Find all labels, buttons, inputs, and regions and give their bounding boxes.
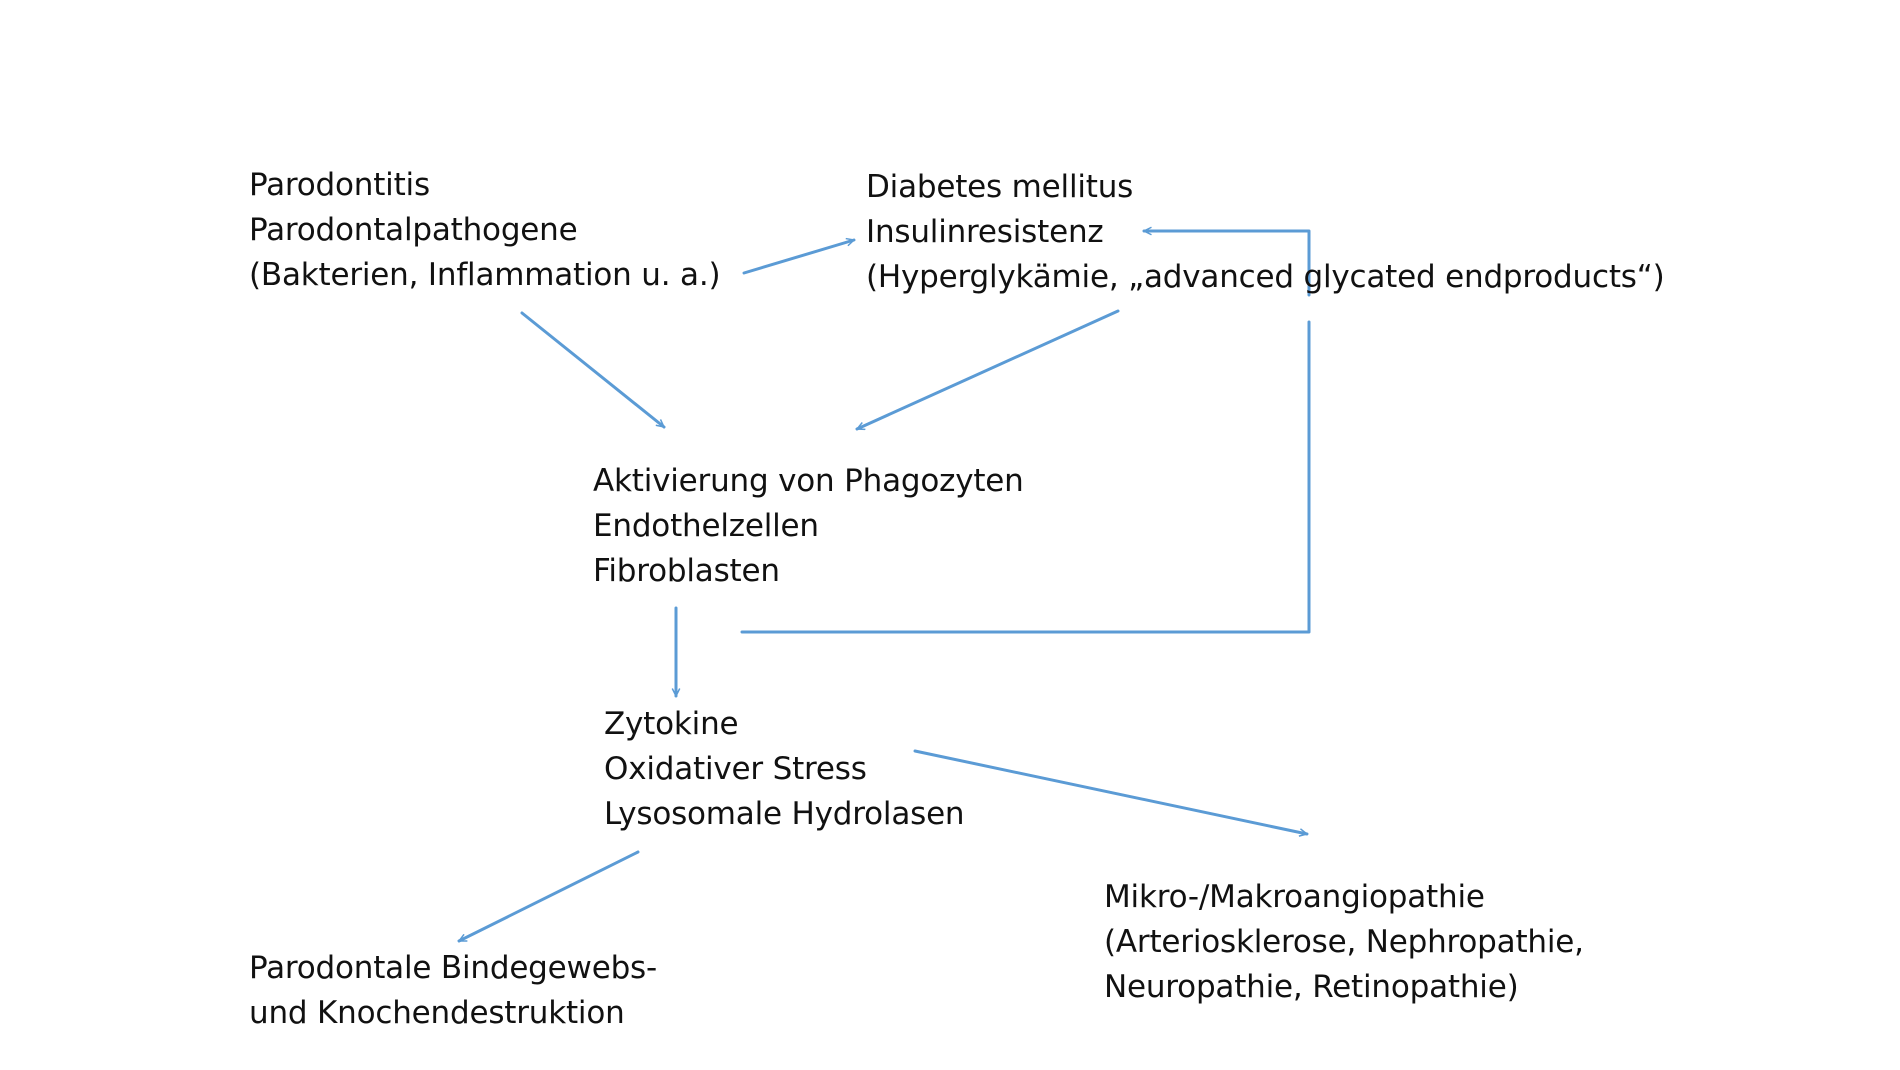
diabetes-line-2: Insulinresistenz [866,214,1104,250]
node-diabetes: Diabetes mellitus Insulinresistenz (Hype… [866,165,1665,300]
zytokine-line-1: Zytokine [604,706,739,742]
parodontitis-line-1: Parodontitis [249,167,430,203]
aktivierung-line-2: Endothelzellen [593,508,819,544]
angiopathie-line-2: (Arteriosklerose, Nephropathie, [1104,924,1584,960]
zytokine-line-3: Lysosomale Hydrolasen [604,796,965,832]
arrow-parodontitis-to-aktivierung [520,311,666,429]
zytokine-line-2: Oxidativer Stress [604,751,867,787]
node-aktivierung: Aktivierung von Phagozyten Endothelzelle… [593,459,1024,594]
arrow-zytokine-to-destruktion [459,850,640,943]
node-zytokine: Zytokine Oxidativer Stress Lysosomale Hy… [604,702,965,837]
angiopathie-line-1: Mikro-/Makroangiopathie [1104,879,1485,915]
node-parodontitis: Parodontitis Parodontalpathogene (Bakter… [249,163,721,298]
angiopathie-line-3: Neuropathie, Retinopathie) [1104,969,1519,1005]
aktivierung-line-3: Fibroblasten [593,553,780,589]
arrow-aktivierung-feedback-to-diabetes [740,231,1311,634]
node-angiopathie: Mikro-/Makroangiopathie (Arteriosklerose… [1104,875,1584,1010]
arrow-zytokine-to-angiopathie [913,749,1307,834]
diabetes-line-1: Diabetes mellitus [866,169,1134,205]
destruktion-line-2: und Knochendestruktion [249,995,625,1031]
arrow-diabetes-to-aktivierung [857,309,1120,431]
arrow-parodontitis-to-diabetes [742,240,854,275]
parodontitis-line-3: (Bakterien, Inflammation u. a.) [249,257,721,293]
destruktion-line-1: Parodontale Bindegewebs- [249,950,657,986]
aktivierung-line-1: Aktivierung von Phagozyten [593,463,1024,499]
parodontitis-line-2: Parodontalpathogene [249,212,578,248]
node-destruktion: Parodontale Bindegewebs- und Knochendest… [249,946,657,1036]
diabetes-line-3: (Hyperglykämie, „advanced glycated endpr… [866,259,1665,295]
